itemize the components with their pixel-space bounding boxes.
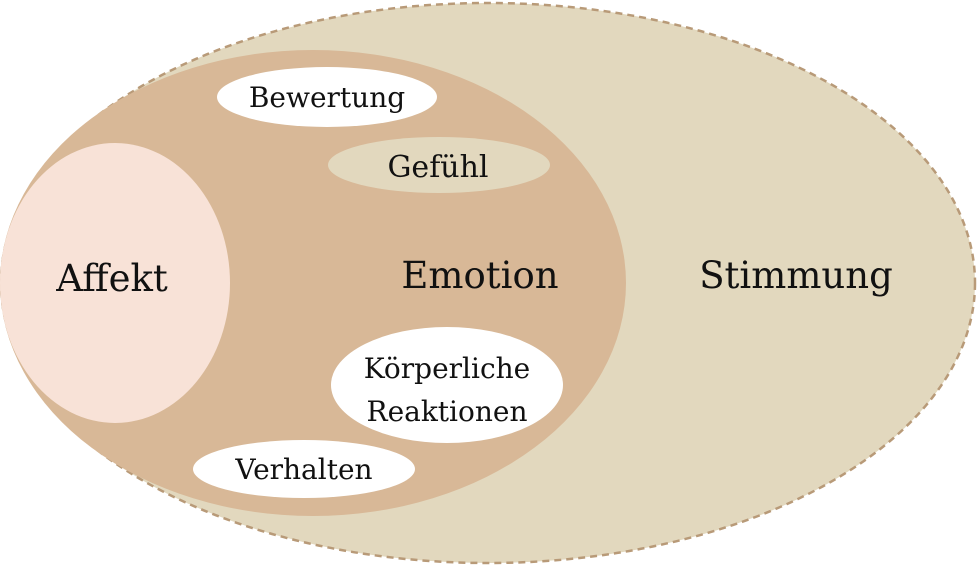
gefuehl-ellipse: [328, 137, 550, 193]
bewertung-ellipse: [217, 67, 437, 127]
stimmung-label: Stimmung: [699, 254, 893, 297]
emotion-label: Emotion: [401, 254, 558, 297]
koerperliche-reaktionen-ellipse: [331, 327, 563, 443]
affekt-label: Affekt: [55, 257, 168, 300]
verhalten-ellipse: [193, 440, 415, 498]
affekt-ellipse: [0, 143, 230, 423]
koerperliche-label-line1: Körperliche: [364, 352, 530, 385]
verhalten-label: Verhalten: [234, 453, 372, 486]
gefuehl-label: Gefühl: [387, 150, 488, 185]
bewertung-label: Bewertung: [249, 81, 405, 114]
koerperliche-label-line2: Reaktionen: [366, 395, 527, 428]
